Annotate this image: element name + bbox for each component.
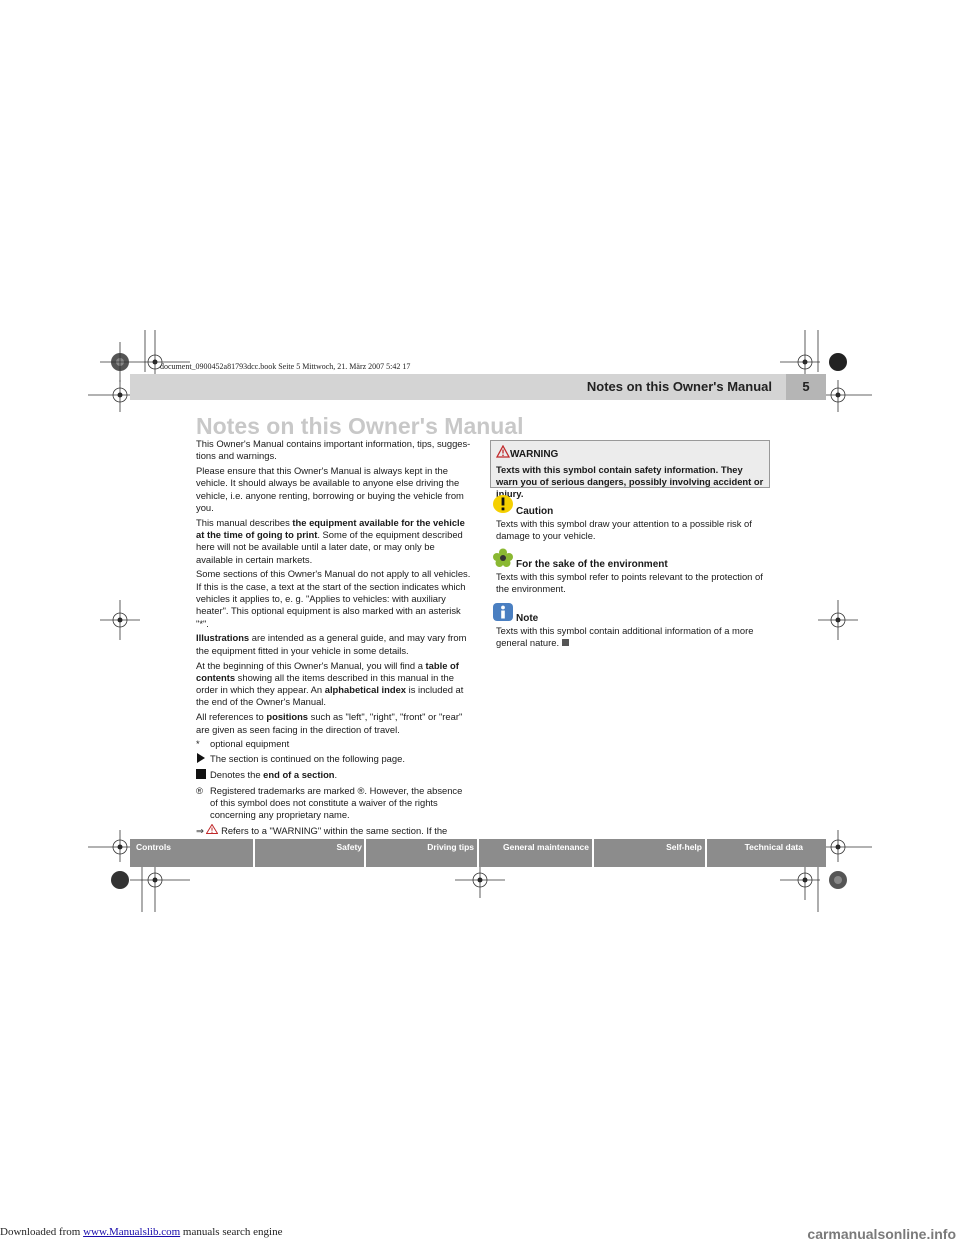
legend-text: optional equipment [210, 738, 290, 750]
paragraph-positions: All references to positions such as "lef… [196, 711, 472, 736]
asterisk-symbol: * [196, 738, 200, 750]
registration-mark-mid-right [818, 600, 858, 640]
bold-text: positions [266, 711, 309, 723]
legend-end-of-section: Denotes the end of a section. [196, 768, 472, 782]
registration-mark-bottom-right [780, 830, 872, 912]
footer-tab-driving-tips[interactable]: Driving tips [427, 842, 474, 852]
footer-tab-self-help[interactable]: Self-help [666, 842, 702, 852]
warning-triangle-icon [206, 823, 219, 836]
note-info-icon [493, 603, 513, 621]
registration-mark-top-left [100, 342, 140, 382]
bold-text: Illustrations [196, 632, 250, 644]
legend-text: Denotes the end of a section. [210, 769, 472, 782]
registration-mark-right [820, 380, 872, 412]
warning-triangle-icon [496, 445, 510, 458]
environment-text: Texts with this symbol refer to points r… [496, 571, 763, 595]
bold-text: the equipment available for the vehicle … [196, 516, 465, 541]
legend-optional-equipment: * optional equipment [196, 738, 472, 750]
text: All references to [196, 711, 267, 723]
paragraph-illustrations: Illustrations are intended as a general … [196, 632, 472, 657]
legend-text: Registered trademarks are marked ®. Howe… [210, 784, 463, 821]
footer-separator [477, 839, 479, 867]
page-number-tab [786, 374, 826, 400]
note-title: Note [516, 613, 539, 624]
caution-title: Caution [516, 506, 554, 517]
footer-separator [705, 839, 707, 867]
legend-registered-trademark: ® Registered trademarks are marked ®. Ho… [196, 785, 472, 822]
watermark: carmanualsonline.info [807, 1226, 956, 1242]
paragraph-equipment: This manual describes the equipment avai… [196, 517, 472, 566]
registered-symbol: ® [196, 784, 203, 796]
warning-title: WARNING [510, 449, 559, 460]
legend-text: The section is continued on the followin… [210, 753, 405, 765]
reference-arrow: ⇒ [196, 825, 204, 837]
text: Downloaded from [0, 1226, 84, 1238]
registration-mark-bottom-left [88, 830, 190, 912]
text: are intended as a general guide, and may… [196, 632, 467, 656]
footer-separator [253, 839, 255, 867]
text: . [334, 768, 338, 780]
bold-text: end of a section [263, 768, 335, 780]
footer-separator [364, 839, 366, 867]
end-of-section-square-icon [561, 637, 569, 648]
page-title: Notes on this Owner's Manual [196, 413, 524, 439]
paragraph-contents: At the beginning of this Owner's Manual,… [196, 660, 472, 709]
footer-tab-general-maintenance[interactable]: General maintenance [503, 842, 589, 852]
footer-separator [592, 839, 594, 867]
text: showing all the items described in this … [196, 671, 454, 696]
text: is included at the end of the Owner's Ma… [196, 684, 464, 708]
end-of-section-square-icon [196, 768, 210, 782]
warning-box [490, 440, 770, 488]
paragraph-keep-in-vehicle: Please ensure that this Owner's Manual i… [196, 465, 464, 513]
text: such as "left", "right", "front" or "rea… [196, 711, 463, 735]
footer-tab-safety[interactable]: Safety [336, 842, 362, 852]
registration-mark-bottom-center [455, 862, 505, 898]
footer-tab-technical-data[interactable]: Technical data [744, 842, 803, 852]
text: Texts with this symbol contain additiona… [496, 625, 754, 649]
registration-mark-mid-left [100, 600, 140, 640]
left-column: This Owner's Manual contains important i… [196, 438, 472, 865]
header-bar [130, 374, 786, 400]
warning-text: Texts with this symbol contain safety in… [496, 464, 764, 499]
environment-flower-icon [493, 548, 513, 567]
environment-title: For the sake of the environment [516, 559, 668, 570]
text: Denotes the [210, 768, 264, 780]
registration-mark-top-right [780, 330, 847, 380]
registration-mark-top-left-2 [140, 330, 190, 380]
header-title: Notes on this Owner's Manual [586, 379, 772, 394]
paragraph-intro: This Owner's Manual contains important i… [196, 438, 471, 462]
bold-text: table of contents [196, 659, 459, 683]
note-text: Texts with this symbol contain additiona… [496, 625, 768, 650]
text: This manual describes [196, 516, 293, 528]
caution-exclamation-icon [493, 495, 513, 513]
text: manuals search engine [180, 1226, 283, 1238]
page-number: 5 [802, 379, 810, 394]
manualslib-link[interactable]: www.Manualslib.com [83, 1226, 181, 1238]
download-notice: Downloaded from www.Manualslib.com manua… [0, 1226, 282, 1238]
legend-continued: The section is continued on the followin… [196, 753, 472, 766]
continued-arrow-icon [196, 753, 210, 766]
paragraph-sections: Some sections of this Owner's Manual do … [196, 568, 471, 629]
footer-tab-controls[interactable]: Controls [136, 842, 171, 852]
text: At the beginning of this Owner's Manual,… [196, 659, 426, 671]
document-info-line: document_0900452a81793dcc.book Seite 5 M… [160, 362, 411, 371]
text: . Some of the equipment described here w… [196, 529, 463, 565]
caution-text: Texts with this symbol draw your attenti… [496, 518, 752, 542]
bold-text: alphabetical index [324, 684, 407, 696]
